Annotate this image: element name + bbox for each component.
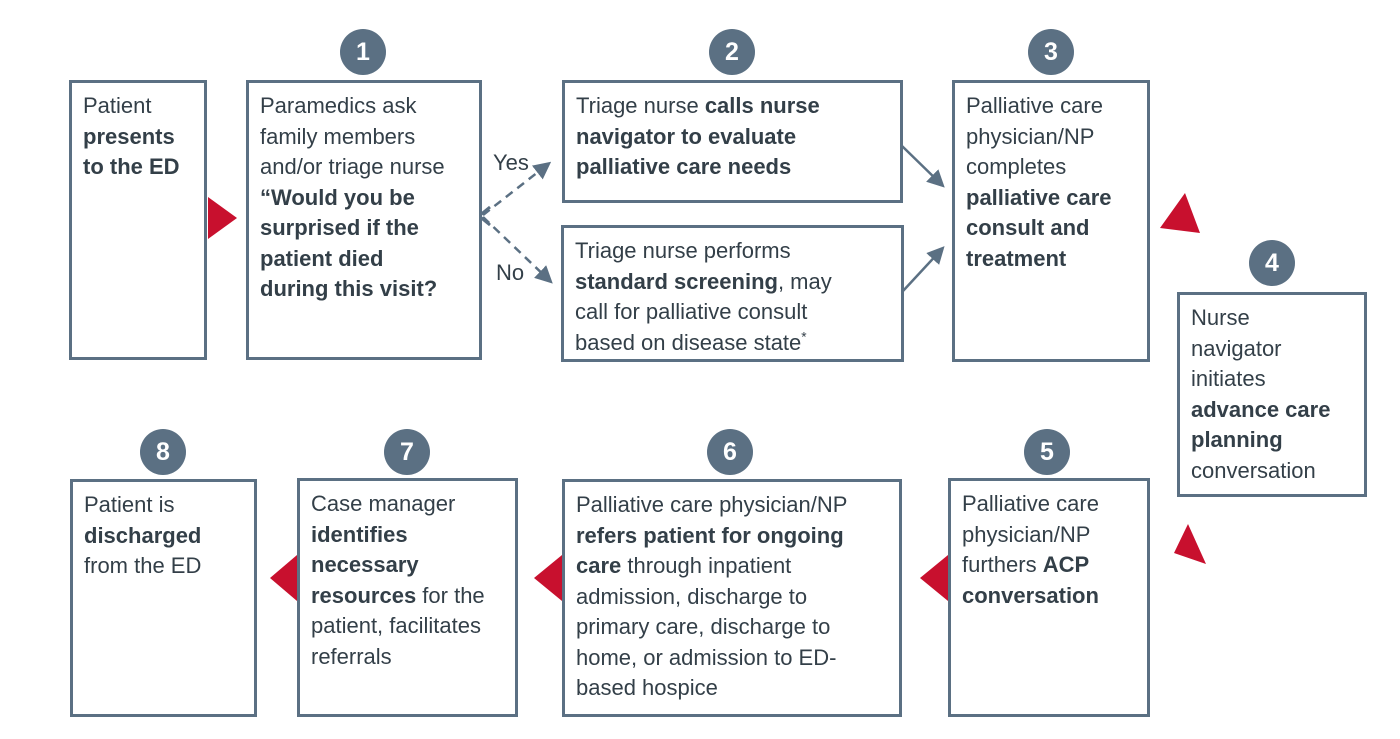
step-2-badge: 2: [709, 29, 755, 75]
step-4-number: 4: [1265, 248, 1279, 277]
step-5-text: Palliative care physician/NP furthers AC…: [962, 491, 1099, 608]
flow-triangle-6-to-7-icon: [534, 555, 562, 601]
yes-branch-label: Yes: [493, 150, 529, 175]
step-6-text: Palliative care physician/NP refers pati…: [576, 492, 848, 700]
flow-triangle-4-to-5-icon: [1174, 524, 1206, 564]
step-6-badge: 6: [707, 429, 753, 475]
step-7-badge: 7: [384, 429, 430, 475]
step-1-box: Paramedics ask family members and/or tri…: [246, 80, 482, 360]
step-5-box: Palliative care physician/NP furthers AC…: [948, 478, 1150, 717]
step-8-number: 8: [156, 437, 170, 466]
flow-triangle-start-to-1-icon: [208, 197, 237, 239]
step-3-text: Palliative care physician/NP completes p…: [966, 93, 1112, 271]
screening-box-text: Triage nurse performs standard screening…: [575, 238, 832, 355]
step-3-badge: 3: [1028, 29, 1074, 75]
step-5-number: 5: [1040, 437, 1054, 466]
flow-triangle-7-to-8-icon: [270, 555, 297, 601]
step-4-badge: 4: [1249, 240, 1295, 286]
no-branch-label: No: [496, 260, 525, 285]
step-8-box: Patient is discharged from the ED: [70, 479, 257, 717]
step-2-number: 2: [725, 37, 739, 66]
screening-box: Triage nurse performs standard screening…: [561, 225, 904, 362]
step-1-text: Paramedics ask family members and/or tri…: [260, 93, 445, 301]
step-1-number: 1: [356, 37, 370, 66]
step-8-text: Patient is discharged from the ED: [84, 492, 202, 578]
step-2-box: Triage nurse calls nurse navigator to ev…: [562, 80, 903, 203]
start-box: Patient presents to the ED: [69, 80, 207, 360]
step-4-text: Nurse navigator initiates advance care p…: [1191, 305, 1331, 483]
step-6-box: Palliative care physician/NP refers pati…: [562, 479, 902, 717]
step-1-badge: 1: [340, 29, 386, 75]
step-5-badge: 5: [1024, 429, 1070, 475]
screening-to-step3-arrow: [902, 246, 945, 292]
step-8-badge: 8: [140, 429, 186, 475]
step-6-number: 6: [723, 437, 737, 466]
flow-triangle-3-to-4-icon: [1160, 193, 1200, 233]
step-4-box: Nurse navigator initiates advance care p…: [1177, 292, 1367, 497]
step-2-text: Triage nurse calls nurse navigator to ev…: [576, 93, 820, 179]
flow-triangle-5-to-6-icon: [920, 555, 948, 601]
step2-to-step3-arrow: [901, 145, 945, 188]
step-7-text: Case manager identifies necessary resour…: [311, 491, 485, 669]
step-3-box: Palliative care physician/NP completes p…: [952, 80, 1150, 362]
step-7-number: 7: [400, 437, 414, 466]
step-7-box: Case manager identifies necessary resour…: [297, 478, 518, 717]
start-box-text: Patient presents to the ED: [83, 93, 180, 179]
step-3-number: 3: [1044, 37, 1058, 66]
